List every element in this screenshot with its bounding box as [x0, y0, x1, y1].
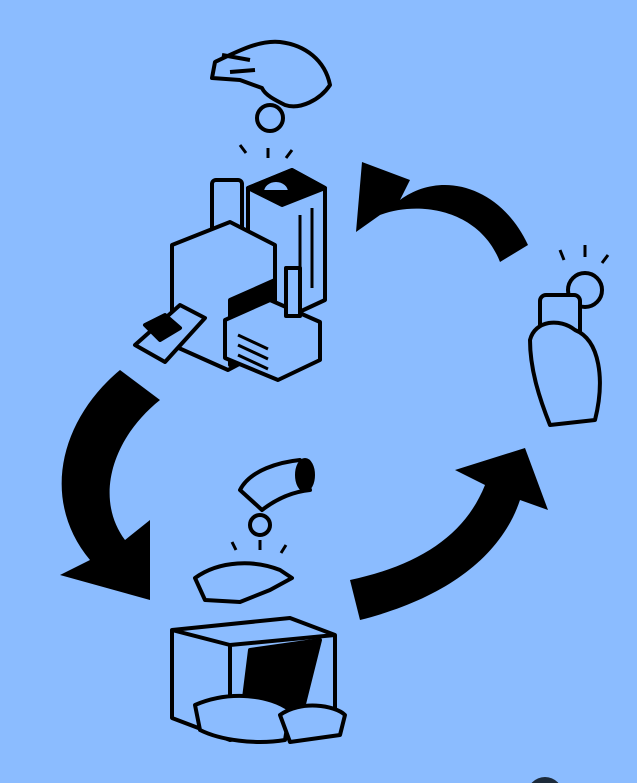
arrow-left: [60, 370, 160, 600]
cycle-arrows: [60, 162, 548, 620]
corner-partial-circle: [531, 777, 559, 783]
factory-icon: [133, 168, 327, 382]
package-box-icon: [170, 616, 347, 744]
hand-giving-coin-icon: [210, 39, 332, 159]
arrow-bottom-right: [350, 448, 548, 620]
arrow-top-right: [356, 162, 528, 262]
hands-exchanging-coin-icon: [193, 458, 315, 604]
hand-paying-icon: [528, 245, 610, 427]
